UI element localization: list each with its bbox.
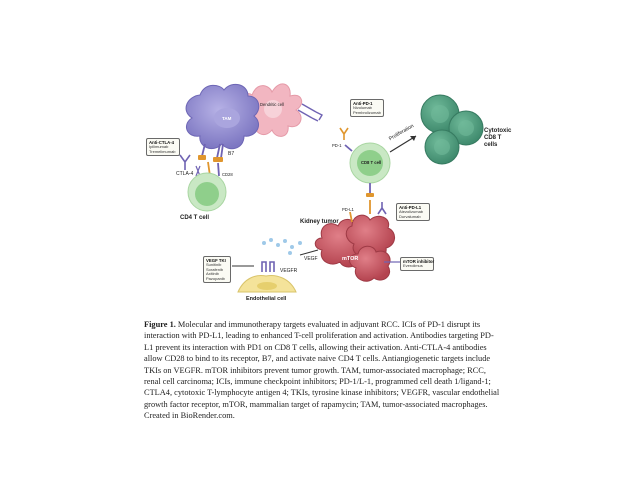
pdl1-label: PD-L1 xyxy=(342,207,354,212)
mtor-label: mTOR xyxy=(342,256,359,262)
antibody-icon xyxy=(311,111,323,122)
pd1-label: PD-1 xyxy=(332,143,342,148)
vegfr-receptor xyxy=(261,261,275,272)
anti-ctla4-item: Ipilimumab xyxy=(149,144,169,149)
cd4-t-cell-label: CD4 T cell xyxy=(180,215,210,221)
anti-pd1-item: Pembrolizumab xyxy=(353,109,381,115)
endothelial-cell xyxy=(237,275,297,293)
vegf-tki-item: Pazopanib xyxy=(206,275,225,281)
cd8-t-cell-label: CD8 T cell xyxy=(361,160,382,165)
anti-ctla4-box: Anti-CTLA-4 Ipilimumab Tremelimumab xyxy=(146,138,180,157)
anti-ctla4-item: Tremelimumab xyxy=(149,148,176,154)
vegfr-label: VEGFR xyxy=(280,268,298,274)
vegf-tki-item: Axitinib xyxy=(206,271,219,277)
b7-label: B7 xyxy=(228,151,235,157)
mtor-inhibitor-item: Everolimus xyxy=(403,263,423,268)
figure-caption-label: Figure 1. xyxy=(144,320,176,329)
proliferation-arrow xyxy=(389,135,417,153)
anti-pd1-item: Nivolumab xyxy=(353,105,372,110)
tam-cell xyxy=(185,83,260,150)
cytotoxic-cd8-cells xyxy=(420,94,484,165)
anti-pdl1-antibody-icon xyxy=(377,202,387,215)
anti-pdl1-item: Atezolizumab xyxy=(399,209,424,214)
anti-ctla4-antibody-icon xyxy=(179,154,191,170)
cd8-t-cell xyxy=(344,142,391,197)
cd4-t-cell xyxy=(187,172,227,212)
cd28-label: CD28 xyxy=(222,172,233,177)
vegf-tki-item: Sunitinib xyxy=(206,262,222,267)
vegf-particles xyxy=(262,238,302,255)
vegf-tki-item: Sorafenib xyxy=(206,266,224,272)
figure-caption: Figure 1. Molecular and immunotherapy ta… xyxy=(144,319,500,422)
dendritic-cell xyxy=(244,83,303,137)
mtor-inhibitor-title: mTOR inhibitor xyxy=(403,259,435,264)
dendritic-cell-label: Dendritic cell xyxy=(260,102,284,107)
anti-pd1-box: Anti-PD-1 Nivolumab Pembrolizumab xyxy=(350,99,384,118)
vegf-label: VEGF xyxy=(304,256,318,262)
anti-pd1-antibody-icon xyxy=(339,127,349,140)
tam-label: TAM xyxy=(222,116,232,121)
ctla4-label: CTLA-4 xyxy=(176,171,194,177)
anti-pdl1-title: Anti-PD-L1 xyxy=(399,205,422,210)
anti-pd1-title: Anti-PD-1 xyxy=(353,101,373,106)
vegf-tki-box: VEGF TKI Sunitinib Sorafenib Axitinib Pa… xyxy=(203,256,231,284)
anti-pdl1-box: Anti-PD-L1 Atezolizumab Durvalumab xyxy=(396,203,430,222)
cytotoxic-label-2: CD8 T xyxy=(484,135,502,141)
cytotoxic-label-1: Cytotoxic xyxy=(484,128,512,134)
mtor-inhibitor-box: mTOR inhibitor Everolimus xyxy=(400,257,434,271)
vegf-tki-title: VEGF TKI xyxy=(206,258,226,263)
figure-caption-text: Molecular and immunotherapy targets eval… xyxy=(144,320,500,421)
kidney-tumor-cells xyxy=(314,200,400,282)
endothelial-cell-label: Endothelial cell xyxy=(246,296,287,302)
anti-ctla4-title: Anti-CTLA-4 xyxy=(149,140,175,145)
anti-pdl1-item: Durvalumab xyxy=(399,213,421,219)
b7-cd28-ctla4-receptors xyxy=(195,143,224,177)
kidney-tumor-label: Kidney tumor xyxy=(300,219,339,225)
cytotoxic-label-3: cells xyxy=(484,142,498,148)
